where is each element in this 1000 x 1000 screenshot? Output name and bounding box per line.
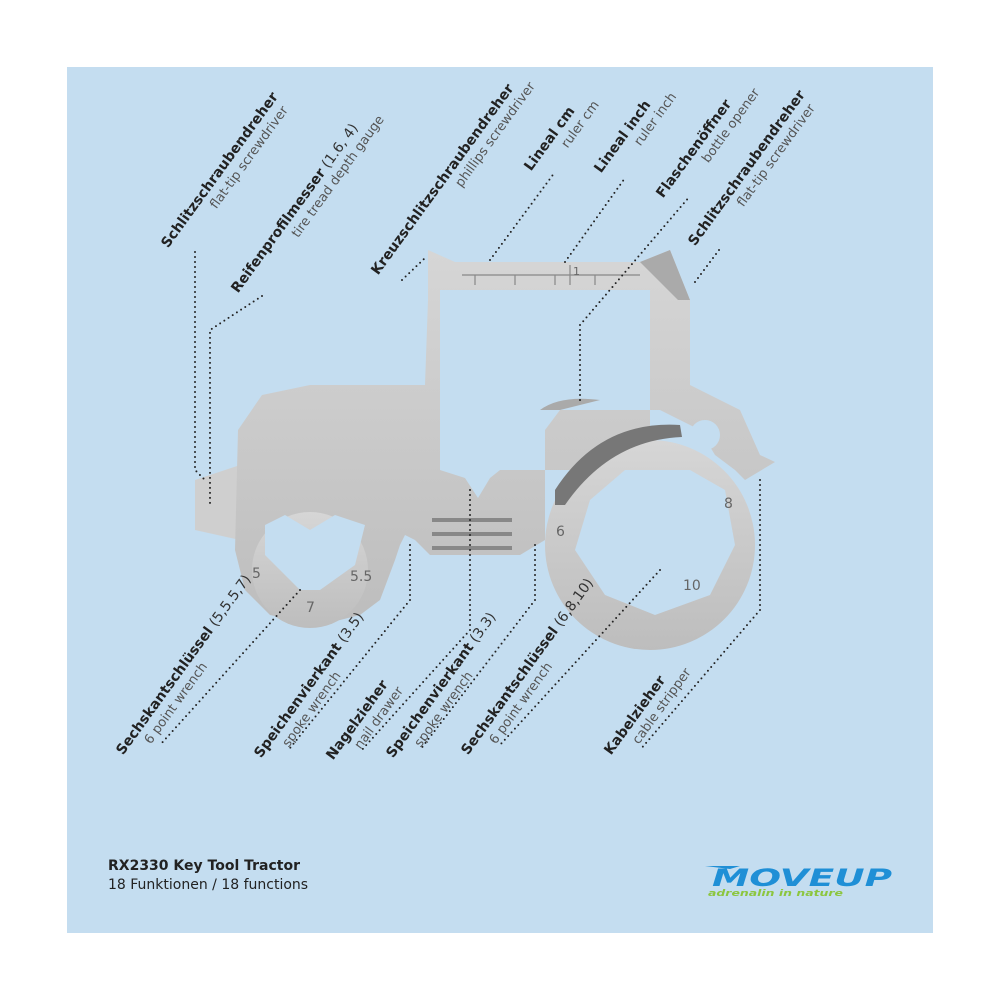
product-caption: RX2330 Key Tool Tractor 18 Funktionen / … [108, 857, 308, 895]
ruler-scale [462, 265, 640, 285]
product-title: RX2330 Key Tool Tractor [108, 858, 300, 874]
wrench-size: 8 [724, 496, 733, 512]
wrench-size: 6 [556, 524, 565, 540]
logo-brand: MOVEUP [712, 864, 893, 892]
logo-tagline: adrenalin in nature [708, 889, 843, 899]
ruler-mark: 1 [573, 265, 580, 278]
tractor-shape [195, 250, 775, 650]
wrench-size: 5.5 [350, 569, 372, 585]
wrench-size: 10 [683, 578, 701, 594]
product-subtitle: 18 Funktionen / 18 functions [108, 877, 309, 893]
wrench-size: 5 [252, 566, 261, 582]
leader-lines [159, 171, 761, 753]
wrench-size: 7 [306, 600, 315, 616]
moveup-logo: MOVEUP adrenalin in nature [705, 864, 893, 899]
